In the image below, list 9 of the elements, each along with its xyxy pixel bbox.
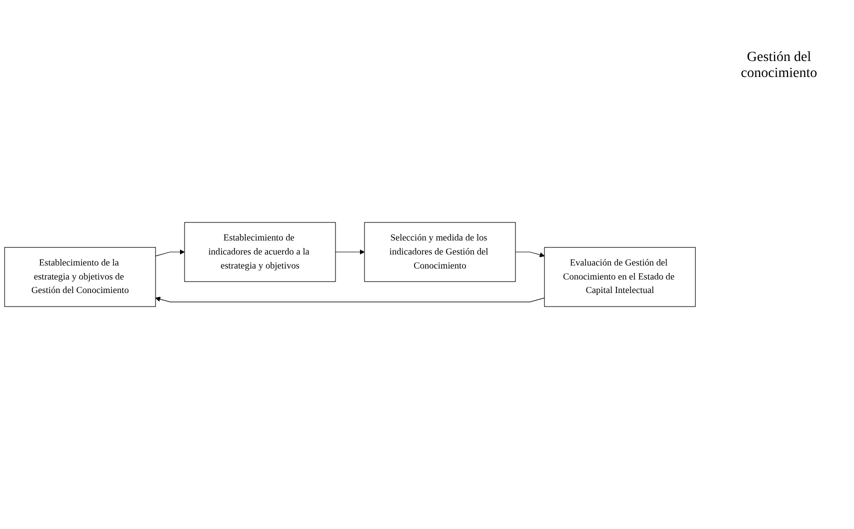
node-box: Establecimiento de indicadores de acuerdo a la estrategia y objetivos bbox=[184, 222, 336, 282]
arrow bbox=[155, 249, 185, 256]
node-box: Selección y medida de los indicadores de Gestión del Conocimiento bbox=[364, 222, 516, 282]
arrow bbox=[335, 249, 365, 255]
node-box: Establecimiento de la estrategia y objetivos de Gestión del Conocimiento bbox=[4, 247, 156, 307]
arrow bbox=[515, 252, 545, 258]
node-box: Evaluación de Gestión del Conocimiento en el Estado de Capital Intelectual bbox=[544, 247, 696, 307]
heading-note: Gestión del conocimiento bbox=[740, 50, 818, 82]
arrow bbox=[155, 296, 545, 302]
